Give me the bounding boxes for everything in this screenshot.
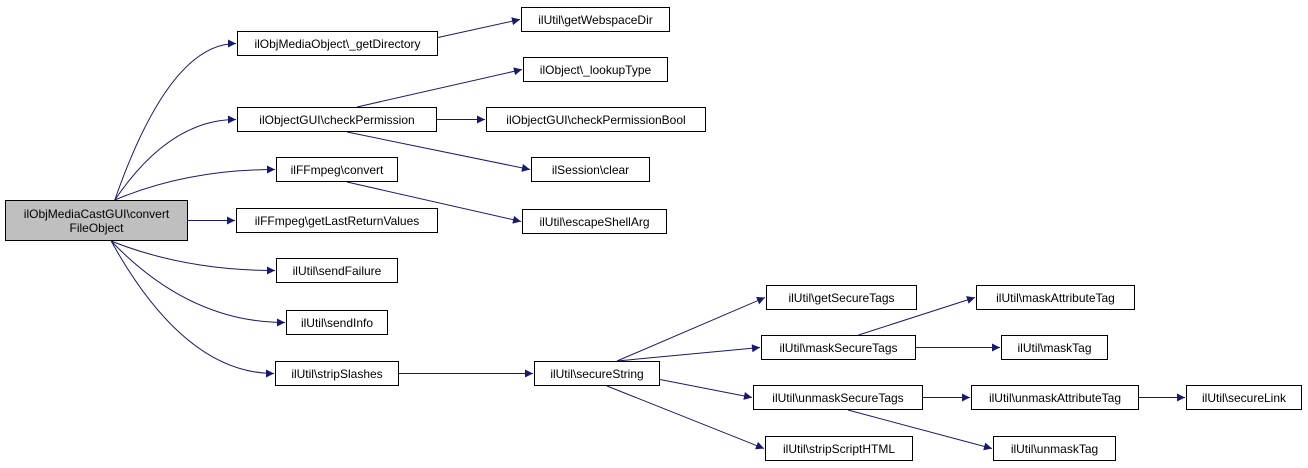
node-check-permission-bool[interactable]: ilObjectGUI\checkPermissionBool (486, 107, 706, 132)
node-mask-attribute-tag[interactable]: ilUtil\maskAttributeTag (976, 285, 1135, 310)
edge-root-to-getDirectory (114, 39, 237, 201)
edge-secureString-to-getSecureTags (616, 296, 766, 362)
edge-ffmpegConvert-to-escapeShellArg (346, 181, 522, 224)
node-secure-string[interactable]: ilUtil\secureString (534, 361, 660, 386)
node-strip-slashes[interactable]: ilUtil\stripSlashes (275, 361, 399, 386)
edge-root-to-checkPermission (114, 115, 237, 201)
node-check-permission[interactable]: ilObjectGUI\checkPermission (237, 107, 437, 132)
node-send-info[interactable]: ilUtil\sendInfo (286, 310, 388, 335)
node-strip-script-html[interactable]: ilUtil\stripScriptHTML (765, 436, 913, 461)
node-mask-tag[interactable]: ilUtil\maskTag (1001, 335, 1108, 360)
node-mask-secure-tags[interactable]: ilUtil\maskSecureTags (761, 335, 916, 360)
edge-checkPermission-to-lookupType (356, 67, 523, 108)
edge-secureString-to-stripScriptHTML (606, 385, 765, 450)
node-get-webspace-dir[interactable]: ilUtil\getWebspaceDir (521, 7, 670, 32)
edge-root-to-ffmpegConvert (114, 165, 276, 201)
edge-unmaskSecureTags-to-unmaskTag (847, 409, 993, 451)
node-unmask-attribute-tag[interactable]: ilUtil\unmaskAttributeTag (971, 385, 1139, 410)
node-get-last-return-values[interactable]: ilFFmpeg\getLastReturnValues (236, 208, 438, 233)
node-session-clear[interactable]: ilSession\clear (531, 157, 650, 182)
node-escape-shell-arg[interactable]: ilUtil\escapeShellArg (522, 209, 667, 234)
edge-getDirectory-to-getWebspaceDir (437, 17, 521, 38)
edge-checkPermission-to-sessionClear (346, 131, 531, 172)
node-lookup-type[interactable]: ilObject\_lookupType (523, 57, 668, 82)
node-unmask-tag[interactable]: ilUtil\unmaskTag (993, 436, 1116, 461)
node-send-failure[interactable]: ilUtil\sendFailure (276, 258, 398, 283)
node-ffmpeg-convert[interactable]: ilFFmpeg\convert (276, 157, 398, 182)
edge-root-to-sendFailure (110, 240, 276, 275)
edge-root-to-stripSlashes (110, 240, 275, 378)
edge-secureString-to-unmaskSecureTags (659, 379, 753, 400)
node-get-directory[interactable]: ilObjMediaObject\_getDirectory (237, 31, 438, 56)
node-root-label-line1: ilObjMediaCastGUI\convert (23, 206, 170, 221)
node-root-label-line2: FileObject (69, 220, 124, 235)
edge-root-to-sendInfo (110, 240, 286, 327)
node-unmask-secure-tags[interactable]: ilUtil\unmaskSecureTags (753, 385, 923, 410)
node-secure-link[interactable]: ilUtil\secureLink (1186, 385, 1302, 410)
edge-secureString-to-maskSecureTags (616, 344, 761, 362)
node-get-secure-tags[interactable]: ilUtil\getSecureTags (766, 285, 917, 310)
node-root-convert-file-object[interactable]: ilObjMediaCastGUI\convert FileObject (5, 200, 188, 241)
edge-maskSecureTags-to-maskAttributeTag (858, 296, 976, 336)
